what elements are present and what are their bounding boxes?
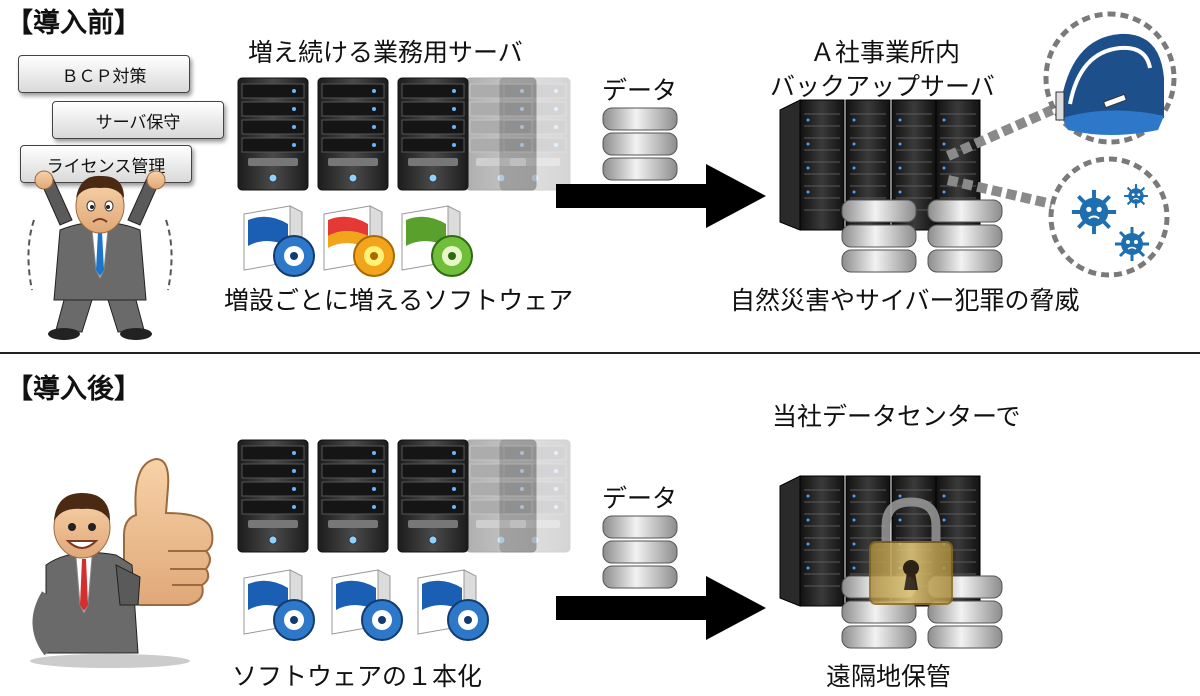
- tsunami-disaster-icon: [1043, 11, 1177, 145]
- tower-server-icon: [317, 439, 389, 553]
- data-label-after: データ: [602, 484, 678, 513]
- before-heading: 【導入前】: [6, 8, 141, 39]
- unified-software-label: ソフトウェアの１本化: [232, 662, 483, 691]
- thumbs-up-businessman-icon: [30, 457, 214, 668]
- transfer-arrow-before: [556, 164, 766, 228]
- cyber-virus-icon: [1048, 156, 1170, 278]
- software-package-unified-icon: [243, 569, 315, 641]
- threat-connector-lines: [945, 105, 1055, 209]
- data-label-before: データ: [602, 76, 678, 105]
- tower-server-icon: [237, 439, 309, 553]
- software-package-unified-icon: [331, 569, 403, 641]
- after-heading: 【導入後】: [6, 374, 141, 405]
- rack-server-icon: [779, 99, 981, 231]
- tower-server-icon: [397, 439, 469, 553]
- rack-server-icon: [779, 475, 981, 607]
- threat-label: 自然災害やサイバー犯罪の脅威: [730, 286, 1080, 315]
- burden-box-server-maintenance: サーバ保守: [52, 101, 224, 139]
- growing-servers-label: 増え続ける業務用サーバ: [248, 38, 523, 67]
- transfer-arrow-after: [556, 576, 766, 640]
- software-package-green-icon: [401, 205, 473, 277]
- datacenter-label: 当社データセンターで: [772, 402, 1021, 431]
- growing-software-label: 増設ごとに増えるソフトウェア: [224, 286, 574, 315]
- burden-box-bcp: ＢＣＰ対策: [18, 55, 190, 93]
- software-package-unified-icon: [417, 569, 489, 641]
- stressed-businessman-icon: [27, 170, 173, 340]
- remote-storage-label: 遠隔地保管: [826, 662, 952, 691]
- tower-server-icon: [237, 77, 309, 191]
- backup-server-label: バックアップサーバ: [770, 72, 995, 101]
- tower-server-icon: [397, 77, 469, 191]
- tower-server-ghost-icon: [499, 439, 571, 553]
- storage-disk-icon: [841, 199, 917, 273]
- padlock-icon: [869, 497, 953, 605]
- software-package-rainbow-icon: [323, 205, 395, 277]
- software-package-blue-icon: [243, 205, 315, 277]
- tower-server-icon: [317, 77, 389, 191]
- section-divider: [0, 352, 1200, 354]
- backup-location-label: Ａ社事業所内: [810, 38, 961, 67]
